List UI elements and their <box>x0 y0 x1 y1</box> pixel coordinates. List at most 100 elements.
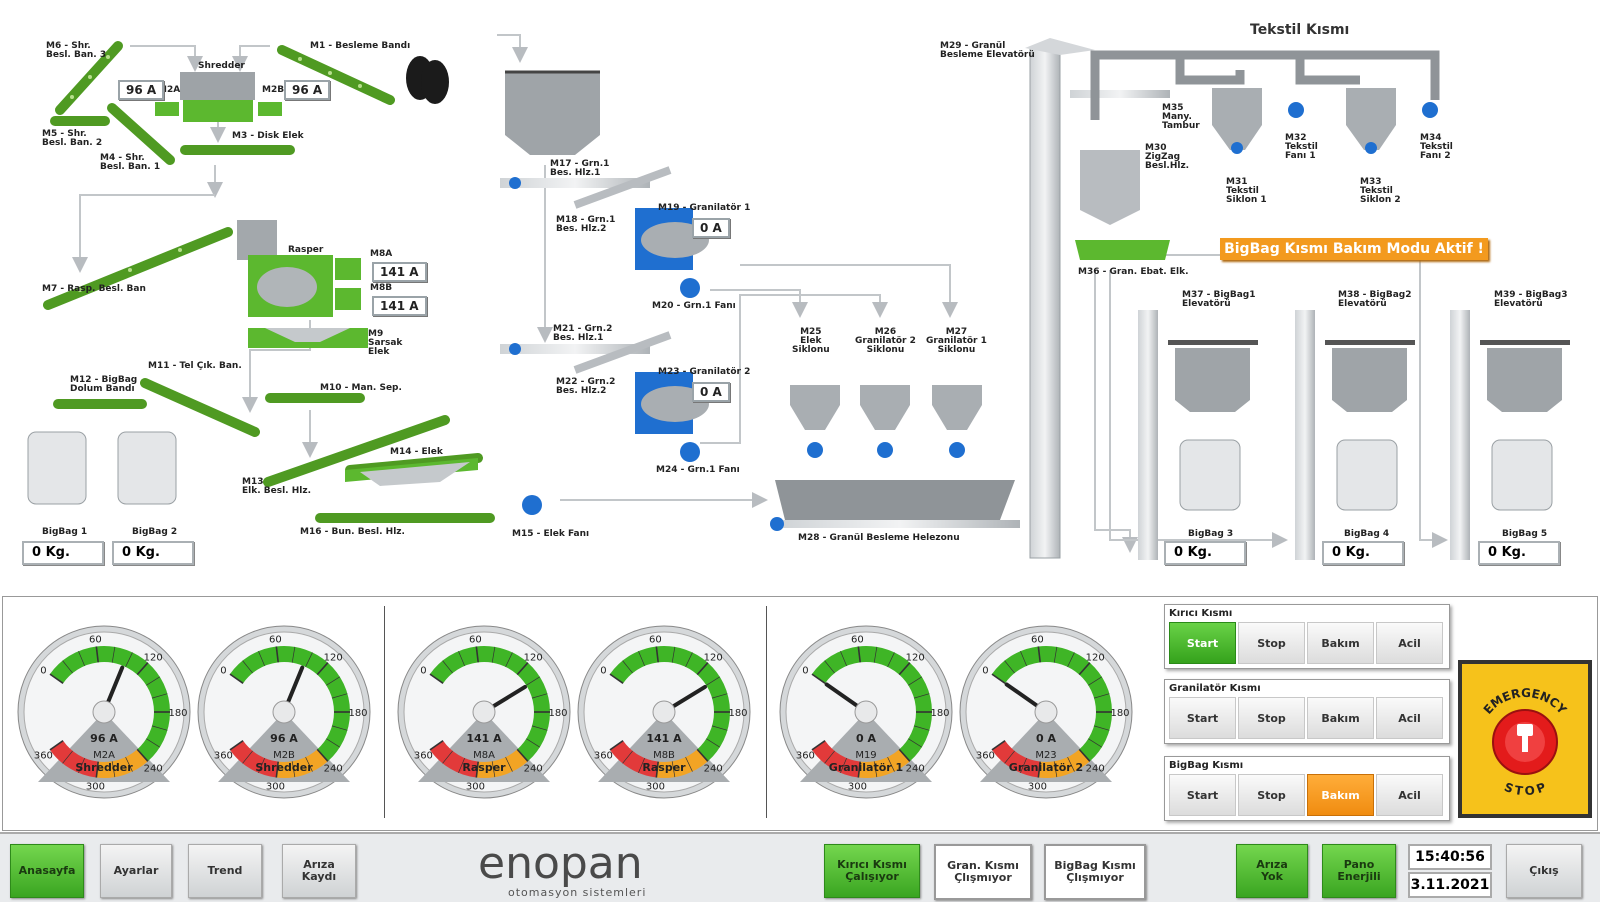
gauge-hub <box>652 700 676 724</box>
estop-label-bottom: STOP <box>1502 780 1548 798</box>
gauge-tick <box>49 740 64 751</box>
gauge-tick <box>811 740 826 751</box>
label-bigbag1: BigBag 1 <box>42 527 88 537</box>
gauge-tick <box>526 676 541 686</box>
gauge-tick <box>95 761 99 778</box>
gauge-tick <box>898 662 911 676</box>
label-bigbag4: BigBag 4 <box>1344 529 1390 539</box>
label-m29: M29 - Granül Besleme Elevatörü <box>940 41 1035 60</box>
control-acil-button[interactable]: Acil <box>1376 774 1443 816</box>
gauge-tick <box>1037 761 1041 778</box>
gauge-tick <box>991 740 1006 751</box>
gauge-tick-label: 60 <box>1031 635 1044 646</box>
gauge-band-red <box>811 740 861 778</box>
emergency-stop-button[interactable]: EMERGENCY STOP <box>1458 660 1592 818</box>
gauge-tick <box>62 660 73 674</box>
nav-fault-log-button[interactable]: Arıza Kaydı <box>282 844 356 898</box>
logo-subtitle: otomasyon sistemleri <box>508 886 646 899</box>
control-stop-button[interactable]: Stop <box>1238 774 1305 816</box>
gauge-tick-label: 0 <box>600 666 606 677</box>
gauge-band-red <box>991 740 1041 778</box>
gauge-tick <box>671 646 676 663</box>
gauge-tick <box>49 673 64 684</box>
nav-home-button[interactable]: Anasayfa <box>10 844 84 898</box>
bigbag-status-button[interactable]: BigBag Kısmı Çlışmıyor <box>1044 844 1146 900</box>
control-group-title: Granilatör Kısmı <box>1169 683 1261 694</box>
label-bigbag3: BigBag 3 <box>1188 529 1234 539</box>
gauge-tick <box>229 740 244 751</box>
label-m24: M24 - Grn.1 Fanı <box>656 465 740 475</box>
gauge-hub <box>272 700 296 724</box>
gauge-readout: 0 A <box>1036 732 1056 745</box>
bigbag-maintenance-alert: BigBag Kısmı Bakım Modu Aktif ! <box>1220 238 1488 260</box>
gauge-tick <box>622 750 633 764</box>
label-m19: M19 - Granilatör 1 <box>658 203 751 213</box>
control-start-button[interactable]: Start <box>1169 697 1236 739</box>
gauge-tick <box>275 761 279 778</box>
gauge-tick <box>824 750 835 764</box>
gauge-tick-label: 360 <box>976 750 995 761</box>
control-bakm-button[interactable]: Bakım <box>1307 622 1374 664</box>
granulator-status-button[interactable]: Gran. Kısmı Çlışmıyor <box>934 844 1032 900</box>
m8b-current-display: 141 A <box>372 296 427 316</box>
control-start-button[interactable]: Start <box>1169 774 1236 816</box>
label-m34: M34 Tekstil Fanı 2 <box>1420 133 1453 161</box>
gauge-tick <box>887 756 895 772</box>
gauge-tick-label: 360 <box>414 750 433 761</box>
gauge-tick <box>151 693 168 699</box>
nav-trend-button[interactable]: Trend <box>188 844 262 898</box>
gauge-readout: 141 A <box>646 732 682 745</box>
label-bigbag2: BigBag 2 <box>132 527 178 537</box>
label-m23: M23 - Granilatör 2 <box>658 367 751 377</box>
gauge-band-red <box>229 740 279 778</box>
gauge-tick-label: 360 <box>796 750 815 761</box>
label-m11: M11 - Tel Çık. Ban. <box>148 361 242 371</box>
control-stop-button[interactable]: Stop <box>1238 697 1305 739</box>
control-acil-button[interactable]: Acil <box>1376 697 1443 739</box>
exit-button[interactable]: Çıkış <box>1506 844 1582 898</box>
gauge-tick-label: 0 <box>802 666 808 677</box>
gauge-tick <box>1088 738 1103 748</box>
gauge-tick-label: 120 <box>324 653 343 664</box>
label-m13: M13 Elk. Besl. Hlz. <box>242 477 312 496</box>
control-acil-button[interactable]: Acil <box>1376 622 1443 664</box>
gauge-tick <box>824 660 835 674</box>
label-m5: M5 - Shr. Besl. Ban. 2 <box>42 129 103 148</box>
gauge-tick-label: 180 <box>168 708 187 719</box>
gauge-tick <box>638 757 645 773</box>
gauge-tick <box>531 725 548 731</box>
gauge-tick-label: 240 <box>524 763 543 774</box>
gauge-tick <box>1088 676 1103 686</box>
gauge-tick <box>111 646 116 663</box>
gauge-tick-label: 240 <box>324 763 343 774</box>
label-m22: M22 - Grn.2 Bes. Hlz.2 <box>556 377 616 396</box>
label-m6: M6 - Shr. Besl. Ban. 3 <box>46 41 107 60</box>
control-bakm-button[interactable]: Bakım <box>1307 774 1374 816</box>
gauge-tick-label: 300 <box>266 781 285 792</box>
emergency-stop-icon: EMERGENCY STOP <box>1481 686 1570 798</box>
gauge-tick <box>655 646 659 663</box>
label-m3: M3 - Disk Elek <box>232 131 304 141</box>
gauge-readout: 0 A <box>856 732 876 745</box>
m2b-current-display: 96 A <box>284 80 331 100</box>
gauge-name-label: Rasper <box>462 761 506 774</box>
gauge-tick <box>258 757 265 773</box>
control-start-button[interactable]: Start <box>1169 622 1236 664</box>
gauge-tick <box>908 676 923 686</box>
bigbag2-weight: 0 Kg. <box>112 541 194 565</box>
label-bigbag5: BigBag 5 <box>1502 529 1548 539</box>
control-bakm-button[interactable]: Bakım <box>1307 697 1374 739</box>
gauge-band-orange <box>476 749 528 778</box>
crusher-status-button[interactable]: Kırıcı Kısmı Çalışıyor <box>824 844 920 898</box>
panel-power-indicator: Pano Enerjili <box>1322 844 1396 898</box>
gauge-tick-label: 60 <box>851 635 864 646</box>
label-m2a: M2A <box>158 85 181 95</box>
nav-settings-button[interactable]: Ayarlar <box>100 844 172 898</box>
gauge-motor-label: M8A <box>473 750 495 761</box>
gauge-tick-label: 120 <box>524 653 543 664</box>
control-stop-button[interactable]: Stop <box>1238 622 1305 664</box>
gauge-tick <box>326 738 341 748</box>
gauge-tick <box>125 756 133 772</box>
